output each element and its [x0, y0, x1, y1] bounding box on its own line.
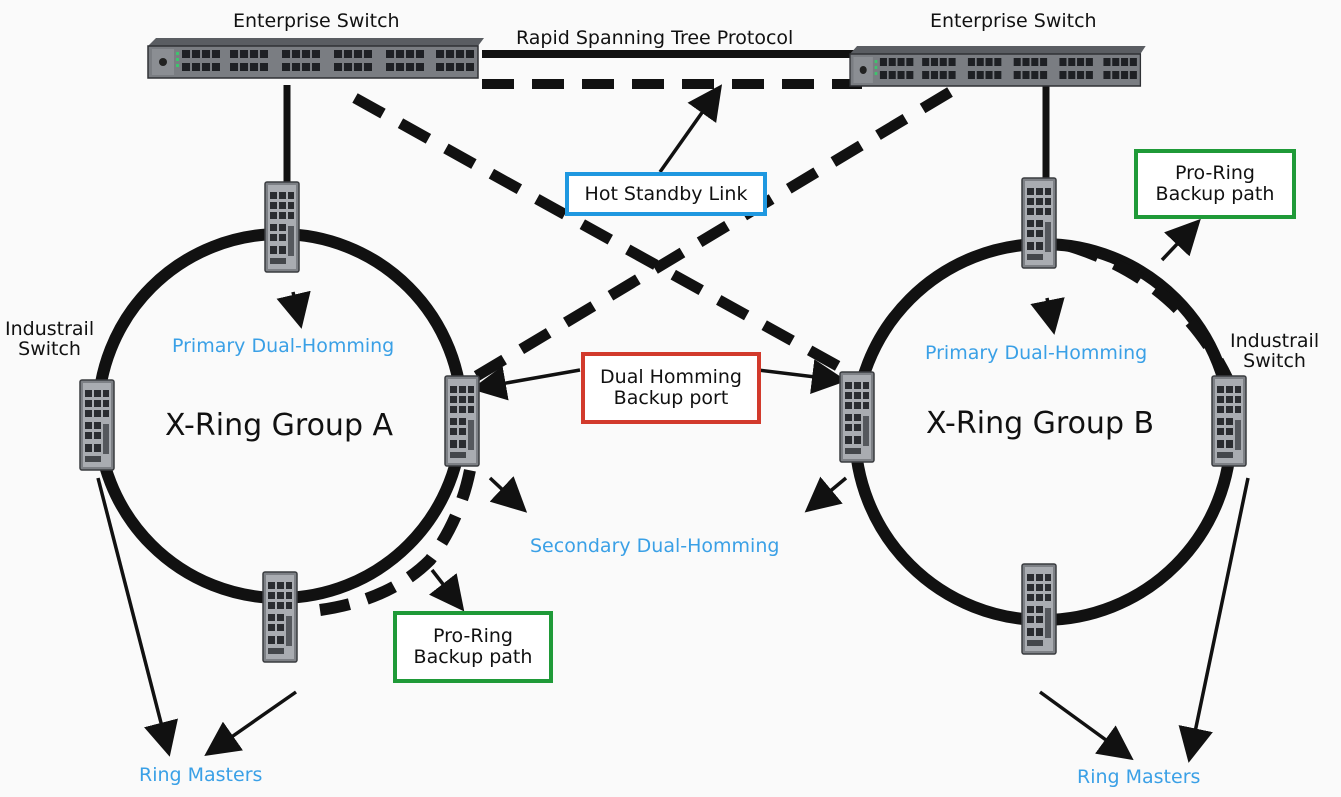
arrow-secondary-b: [804, 476, 848, 513]
enterprise-switch-right-label: Enterprise Switch: [930, 10, 1097, 32]
proring-bottom-line2: Backup path: [413, 646, 533, 668]
arrow-dual-homing-a: [471, 365, 581, 401]
dual-homing-cross-2: [467, 87, 953, 385]
arrow-secondary-a: [488, 476, 528, 513]
dual-homing-backup-box: Dual Homming Backup port: [581, 352, 761, 424]
hot-standby-box: Hot Standby Link: [565, 172, 767, 216]
dual-homing-line2: Backup port: [613, 387, 729, 409]
ring-masters-right-label: Ring Masters: [1077, 766, 1201, 788]
proring-top-line1: Pro-Ring: [1175, 162, 1255, 185]
industrial-right-line2: Switch: [1243, 349, 1306, 372]
rstp-label: Rapid Spanning Tree Protocol: [516, 27, 794, 49]
primary-dual-homing-a-label: Primary Dual-Homming: [172, 335, 395, 357]
industrial-switch-left-label: Industrail Switch: [5, 318, 95, 360]
industrial-switch-right-label: Industrail Switch: [1230, 330, 1320, 372]
industrial-switch-icon: [1211, 375, 1247, 467]
proring-backup-box-bottom: Pro-Ring Backup path: [393, 611, 553, 683]
industrial-switch-icon: [1021, 563, 1057, 655]
arrow-proring-a: [428, 568, 465, 612]
x-ring-group-b-label: X-Ring Group B: [926, 406, 1155, 441]
ring-masters-left-label: Ring Masters: [139, 764, 263, 786]
enterprise-switch-left-label: Enterprise Switch: [233, 10, 400, 32]
industrial-switch-icon: [264, 181, 300, 273]
industrial-right-line1: Industrail: [1230, 330, 1320, 352]
arrow-ring-master-left-1: [96, 477, 178, 757]
proring-backup-a: [319, 468, 476, 616]
industrial-switch-icon: [444, 375, 480, 467]
industrial-switch-icon: [1021, 177, 1057, 269]
arrow-ring-master-left-2: [204, 690, 298, 757]
enterprise-switch-icon: [849, 45, 1147, 87]
industrial-left-line1: Industrail: [5, 318, 95, 340]
arrow-dual-homing-b: [757, 359, 847, 394]
primary-dual-homing-b-label: Primary Dual-Homming: [925, 342, 1148, 364]
proring-backup-b: [1068, 240, 1234, 383]
x-ring-group-a-label: X-Ring Group A: [165, 408, 394, 443]
industrial-switch-icon: [839, 371, 875, 463]
arrow-proring-b: [1160, 218, 1201, 262]
industrial-switch-icon: [262, 571, 298, 663]
proring-bottom-line1: Pro-Ring: [433, 625, 513, 648]
arrow-primary-b: [1030, 297, 1065, 335]
arrow-primary-a: [276, 290, 311, 329]
hot-standby-label: Hot Standby Link: [584, 182, 748, 205]
secondary-dual-homing-label: Secondary Dual-Homming: [530, 535, 780, 557]
dual-homing-cross-1: [352, 93, 848, 375]
arrow-hot-standby: [658, 84, 723, 174]
proring-backup-box-top: Pro-Ring Backup path: [1134, 149, 1296, 219]
enterprise-switch-icon: [147, 37, 485, 79]
proring-top-line2: Backup path: [1155, 183, 1275, 205]
arrow-ring-master-right-2: [1178, 477, 1250, 763]
industrial-left-line2: Switch: [18, 337, 81, 360]
arrow-ring-master-right-1: [1038, 690, 1134, 761]
industrial-switch-icon: [79, 379, 115, 471]
dual-homing-line1: Dual Homming: [600, 366, 742, 389]
